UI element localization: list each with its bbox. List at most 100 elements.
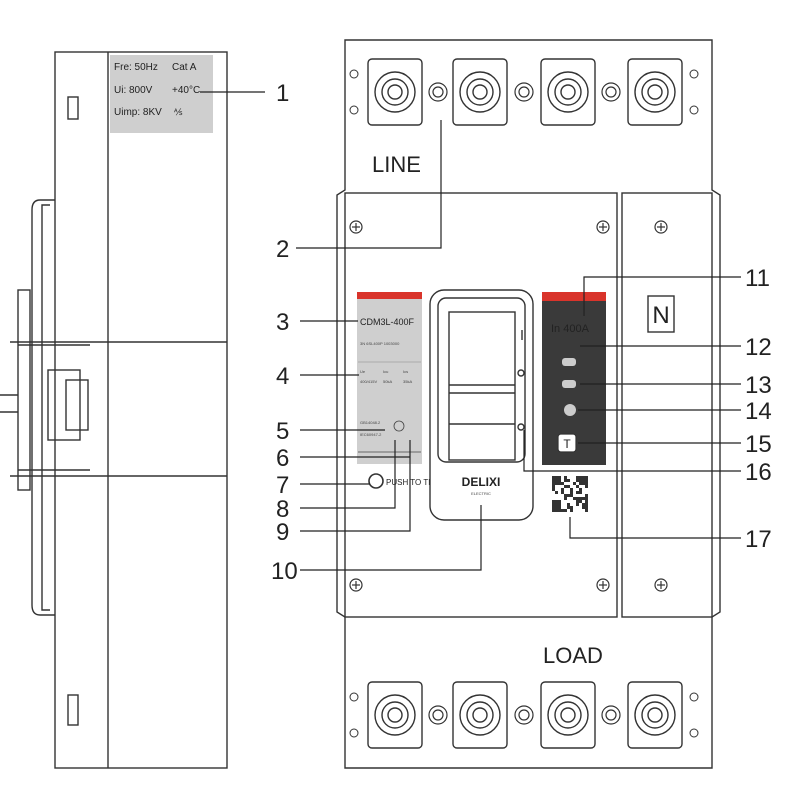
rating-impulse-voltage: Uimp: 8KV [114, 107, 162, 118]
plate-ue: Ue [360, 369, 366, 374]
bottom-terminal [452, 681, 508, 749]
qr-module [567, 479, 570, 482]
side-lever-plate [17, 289, 31, 491]
side-view [0, 51, 228, 769]
qr-module [552, 506, 555, 509]
push-to-trip[interactable]: PUSH TO TRIP [368, 473, 442, 489]
leader-16 [523, 430, 741, 472]
top-corner-screw [349, 69, 359, 115]
qr-module [552, 500, 555, 503]
qr-module [561, 491, 564, 494]
bottom-terminal [367, 681, 423, 749]
setting-dial-1[interactable] [562, 358, 576, 366]
qr-module [576, 500, 579, 503]
cover-screws [349, 220, 668, 592]
right-nameplate: In 400A T [542, 292, 606, 465]
qr-module [582, 479, 585, 482]
qr-module [552, 509, 555, 512]
callout-3: 3 [276, 309, 289, 336]
callout-4: 4 [276, 363, 289, 390]
screw-bottom-right [596, 578, 610, 592]
callout-10: 10 [271, 558, 298, 585]
qr-module [564, 497, 567, 500]
qr-module [579, 500, 582, 503]
screw-neutral-top [654, 220, 668, 234]
qr-module [585, 497, 588, 500]
top-screw-post [428, 82, 448, 102]
test-button[interactable]: T [557, 433, 577, 453]
qr-module [573, 482, 576, 485]
qr-module [564, 479, 567, 482]
qr-module [555, 506, 558, 509]
screw-top-right [596, 220, 610, 234]
qr-module [552, 482, 555, 485]
leader-11 [583, 276, 741, 316]
bottom-terminals [349, 681, 699, 749]
bottom-terminal [540, 681, 596, 749]
handle-lever[interactable] [448, 311, 516, 461]
qr-module [558, 482, 561, 485]
model-number: CDM3L-400F [360, 317, 415, 327]
operating-handle-window [429, 289, 534, 521]
qr-module [567, 485, 570, 488]
qr-module [570, 494, 573, 497]
callout-7: 7 [276, 472, 289, 499]
neutral-box [647, 295, 675, 333]
qr-module [576, 497, 579, 500]
qr-module [576, 485, 579, 488]
qr-module [555, 503, 558, 506]
qr-module [585, 500, 588, 503]
test-button-label: T [563, 437, 571, 451]
qr-module [552, 485, 555, 488]
bottom-corner-screw [689, 692, 699, 738]
callout-15: 15 [745, 431, 772, 458]
qr-module [585, 494, 588, 497]
leader-17 [569, 517, 741, 539]
qr-module [582, 476, 585, 479]
setting-knob[interactable] [564, 404, 576, 416]
callout-9: 9 [276, 519, 289, 546]
qr-module [585, 479, 588, 482]
ccc-mark-icon [393, 420, 405, 432]
qr-module [558, 506, 561, 509]
brand-subtitle: ELECTRIC [471, 491, 491, 496]
callout-8: 8 [276, 496, 289, 523]
leader-2 [296, 120, 442, 249]
qr-module [561, 509, 564, 512]
callout-5: 5 [276, 418, 289, 445]
bottom-corner-screw [349, 692, 359, 738]
callout-14: 14 [745, 398, 772, 425]
qr-module [552, 476, 555, 479]
callout-leaders [200, 91, 741, 571]
qr-module [555, 491, 558, 494]
test-button-box[interactable] [557, 433, 577, 453]
qr-module [555, 500, 558, 503]
qr-module [564, 485, 567, 488]
qr-module [570, 509, 573, 512]
setting-dial-2[interactable] [562, 380, 576, 388]
qr-module [558, 503, 561, 506]
neutral-cover [621, 192, 713, 618]
callout-1: 1 [276, 80, 289, 107]
qr-module [561, 488, 564, 491]
qr-module [552, 479, 555, 482]
qr-module [582, 482, 585, 485]
push-to-trip-button[interactable] [368, 473, 384, 489]
plate-icu-value: 50kA [383, 379, 392, 384]
push-to-trip-label: PUSH TO TRIP [386, 478, 442, 487]
side-bracket-inner [41, 204, 50, 611]
qr-module [585, 485, 588, 488]
qr-module [564, 476, 567, 479]
qr-module [558, 476, 561, 479]
top-terminal [627, 58, 683, 126]
callout-12: 12 [745, 334, 772, 361]
leader-9 [300, 440, 411, 532]
load-label: LOAD [543, 643, 603, 668]
standard-gb: GB14048.2 [360, 420, 381, 425]
plate-ics: Ics [403, 369, 408, 374]
qr-module [582, 506, 585, 509]
qr-module [576, 479, 579, 482]
qr-module [567, 494, 570, 497]
qr-module [579, 476, 582, 479]
